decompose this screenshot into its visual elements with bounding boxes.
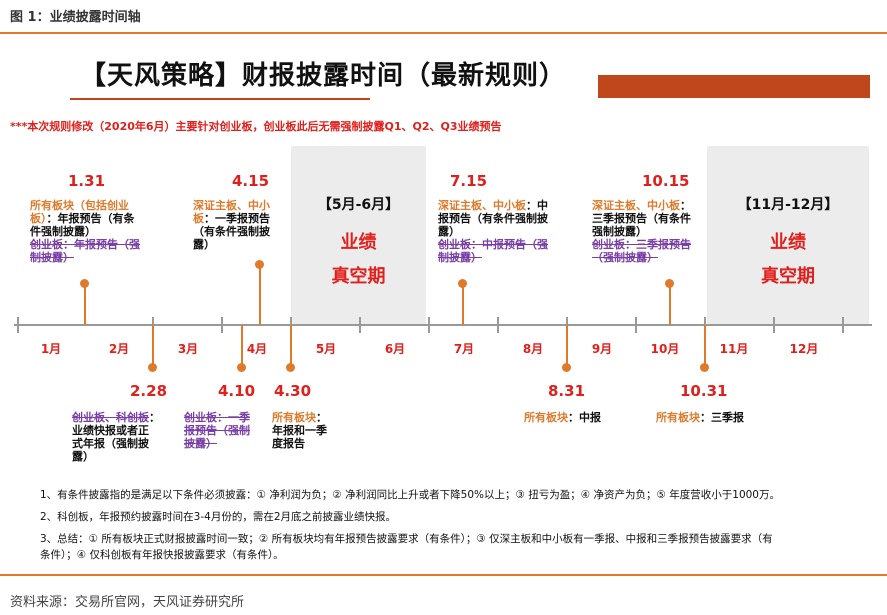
month-label: 9月	[591, 342, 613, 356]
void-line2: 真空期	[761, 266, 815, 287]
event-stem	[669, 283, 671, 325]
month-label: 6月	[384, 342, 406, 356]
month-label: 8月	[522, 342, 544, 356]
axis-tick	[842, 317, 844, 333]
void-line1: 业绩	[770, 232, 806, 253]
event-stem	[241, 325, 243, 367]
event-stem	[259, 264, 261, 325]
axis-tick	[17, 317, 19, 333]
month-label: 7月	[453, 342, 475, 356]
event-stem	[566, 325, 568, 367]
event-date: 7.15	[450, 172, 488, 190]
event-desc: 深证主板、中小板：一季报预告（有条件强制披露）	[193, 199, 270, 251]
event-marker	[237, 363, 246, 372]
footnote: 2、科创板，年报预约披露时间在3-4月份的，需在2月底之前披露业绩快报。	[40, 511, 397, 523]
month-label: 1月	[40, 342, 62, 356]
event-stem	[152, 325, 154, 367]
axis-tick	[635, 317, 637, 333]
event-desc: 深证主板、中小板：中报预告（有条件强制披露）创业板：中报预告（强制披露）	[438, 199, 548, 264]
month-label: 5月	[315, 342, 337, 356]
title-underline	[70, 98, 370, 100]
page-title: 【天风策略】财报披露时间（最新规则）	[80, 61, 567, 91]
month-label: 4月	[246, 342, 268, 356]
void-period-nov-dec: 【11月-12月】 业绩 真空期	[707, 146, 869, 324]
event-desc: 所有板块：中报	[524, 411, 601, 424]
void-header: 【11月-12月】	[737, 197, 839, 213]
event-desc: 深证主板、中小板：三季报预告（有条件强制披露）创业板：三季报预告（强制披露）	[592, 199, 691, 264]
month-label: 11月	[719, 342, 749, 356]
top-divider	[0, 32, 887, 34]
footnote: 条件）；④ 仅科创板有年报快报披露要求（有条件）。	[40, 549, 284, 561]
figure-label: 图 1：业绩披露时间轴	[10, 10, 141, 25]
event-date: 10.31	[680, 382, 728, 400]
event-desc: 创业板：一季报预告（强制披露）	[184, 411, 250, 450]
event-date: 8.31	[548, 382, 586, 400]
footnote: 1、有条件披露指的是满足以下条件必须披露：① 净利润为负；② 净利润同比上升或者…	[40, 489, 780, 501]
event-date: 4.10	[218, 382, 256, 400]
event-desc: 所有板块：三季报	[656, 411, 744, 424]
axis-tick	[773, 317, 775, 333]
event-marker	[286, 363, 295, 372]
event-stem	[704, 325, 706, 367]
event-stem	[462, 283, 464, 325]
month-label: 3月	[177, 342, 199, 356]
event-desc: 所有板块：年报和一季度报告	[272, 411, 327, 450]
void-line2: 真空期	[331, 266, 386, 287]
axis-tick	[359, 317, 361, 333]
event-date: 4.15	[232, 172, 270, 190]
month-label: 2月	[108, 342, 130, 356]
event-stem	[290, 325, 292, 367]
month-label: 12月	[789, 342, 819, 356]
event-marker	[562, 363, 571, 372]
void-header: 【5月-6月】	[317, 197, 400, 213]
event-date: 1.31	[68, 172, 106, 190]
event-date: 2.28	[130, 382, 168, 400]
month-label: 10月	[650, 342, 680, 356]
timeline-axis	[14, 324, 872, 326]
title-accent-bar	[598, 75, 870, 98]
axis-tick	[497, 317, 499, 333]
void-period-may-jun: 【5月-6月】 业绩 真空期	[291, 146, 426, 324]
event-desc: 所有板块（包括创业板）：年报预告（有条件强制披露）创业板：年报预告（强制披露）	[30, 199, 140, 264]
event-marker	[700, 363, 709, 372]
event-marker	[148, 363, 157, 372]
event-stem	[84, 283, 86, 325]
event-date: 10.15	[642, 172, 690, 190]
bottom-divider	[0, 574, 887, 576]
void-line1: 业绩	[340, 232, 377, 253]
footnote: 3、总结：① 所有板块正式财报披露时间一致；② 所有板块均有年报预告披露要求（有…	[40, 533, 773, 545]
event-desc: 创业板、科创板：业绩快报或者正式年报（强制披露）	[72, 411, 160, 463]
axis-tick	[221, 317, 223, 333]
axis-tick	[428, 317, 430, 333]
source-note: 资料来源：交易所官网，天风证券研究所	[10, 595, 245, 610]
event-date: 4.30	[274, 382, 312, 400]
rule-note: ***本次规则修改（2020年6月）主要针对创业板，创业板此后无需强制披露Q1、…	[10, 120, 502, 133]
